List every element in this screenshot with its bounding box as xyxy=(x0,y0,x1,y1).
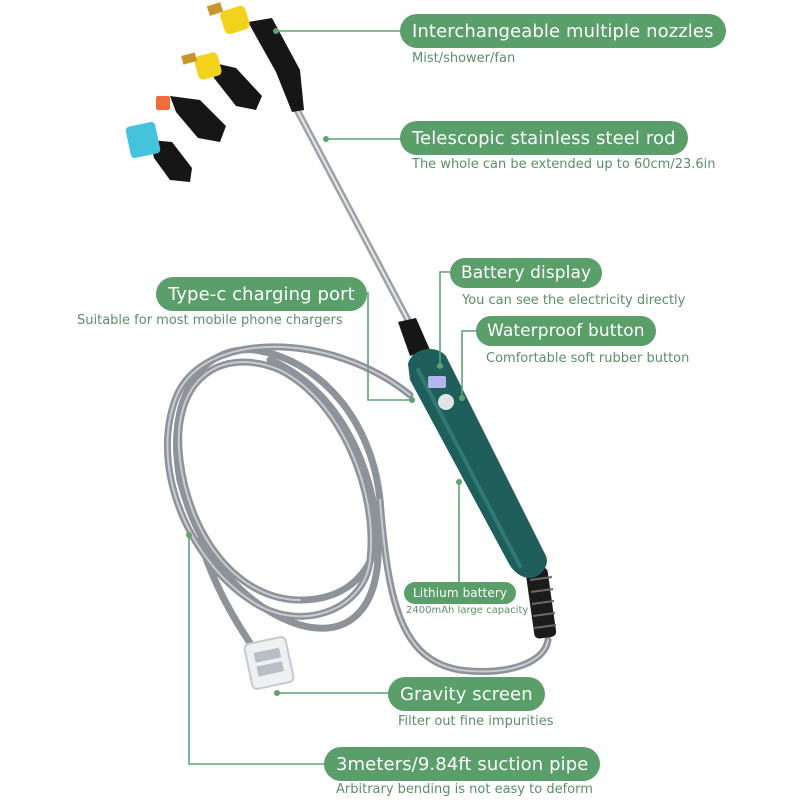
feature-caption-suction-pipe: Arbitrary bending is not easy to deform xyxy=(336,782,593,797)
feature-title-battery-display: Battery display xyxy=(450,258,603,288)
suction-hose xyxy=(163,343,552,675)
feature-caption-nozzles: Mist/shower/fan xyxy=(412,51,516,66)
feature-caption-waterproof-button: Comfortable soft rubber button xyxy=(486,351,690,366)
feature-caption-rod: The whole can be extended up to 60cm/23.… xyxy=(412,157,716,172)
feature-caption-gravity-screen: Filter out fine impurities xyxy=(398,714,554,729)
battery-display-screen xyxy=(428,376,446,388)
leader-dots xyxy=(186,28,465,696)
feature-title-rod: Telescopic stainless steel rod xyxy=(400,121,688,155)
gravity-screen-filter xyxy=(243,636,295,690)
feature-title-suction-pipe: 3meters/9.84ft suction pipe xyxy=(324,747,601,781)
power-button xyxy=(438,394,454,410)
feature-caption-lithium-battery: 2400mAh large capacity xyxy=(406,605,529,616)
feature-caption-charging-port: Suitable for most mobile phone chargers xyxy=(77,313,343,328)
feature-title-nozzles: Interchangeable multiple nozzles xyxy=(400,14,726,48)
leader-lines xyxy=(188,30,477,765)
mounted-nozzle xyxy=(206,2,304,112)
loose-nozzle-cyan xyxy=(125,121,192,182)
loose-nozzle-orange xyxy=(156,96,226,142)
feature-title-lithium-battery: Lithium battery xyxy=(404,582,517,604)
handle xyxy=(398,318,547,578)
loose-nozzle-yellow xyxy=(181,52,262,110)
feature-title-waterproof-button: Waterproof button xyxy=(476,316,656,346)
telescopic-rod xyxy=(292,104,412,324)
feature-caption-battery-display: You can see the electricity directly xyxy=(462,293,686,308)
feature-title-gravity-screen: Gravity screen xyxy=(388,677,545,711)
feature-title-charging-port: Type-c charging port xyxy=(156,277,367,311)
hose-spring xyxy=(525,567,557,639)
